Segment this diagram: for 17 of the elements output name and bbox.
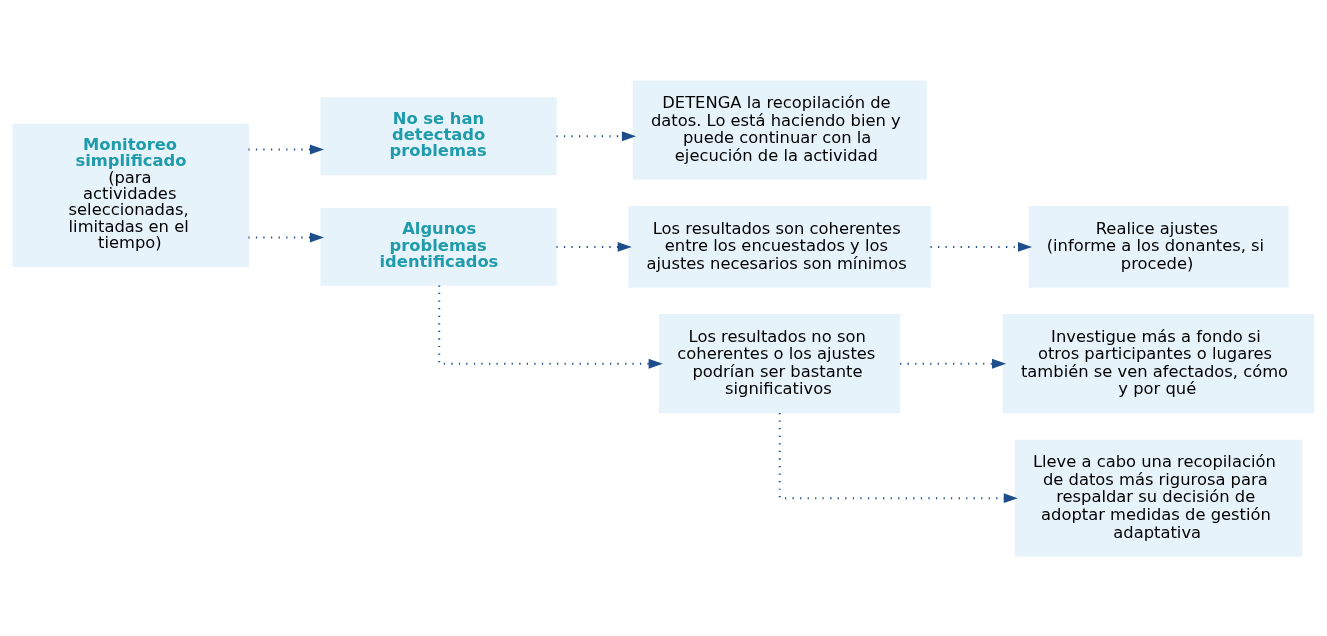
node-box: No se han detectado problemas — [320, 96, 557, 175]
arrow — [556, 241, 632, 252]
arrow — [438, 284, 663, 369]
node-box: Algunos problemas identificados — [320, 207, 557, 286]
node-box: Realice ajustes (informe a los donantes, si procede) — [1028, 205, 1289, 288]
node-box: Monitoreo simplificado (para actividades seleccionadas, limitadas en el tiempo) — [12, 123, 249, 267]
node-box: DETENGA la recopilación de datos. Lo está haciendo bien y puede continuar con la ejecución de la actividad — [632, 79, 927, 180]
arrow — [248, 144, 324, 154]
node-box: Los resultados son coherentes entre los encuestados y los ajustes necesarios son mínimos — [628, 205, 932, 288]
arrow — [778, 412, 1018, 503]
arrow — [930, 241, 1033, 252]
arrow — [248, 232, 324, 242]
arrow — [556, 130, 636, 141]
node-box: Investigue más a fondo si otros participantes o lugares también se ven afectados, cómo y por qué — [1002, 313, 1315, 413]
arrow — [900, 358, 1007, 369]
node-box: Los resultados no son coherentes o los ajustes podrían ser bastante significativos — [659, 313, 901, 413]
node-box: Lleve a cabo una recopilación de datos más rigurosa para respaldar su decisión de adoptar medidas de gestión adaptativa — [1014, 439, 1303, 557]
